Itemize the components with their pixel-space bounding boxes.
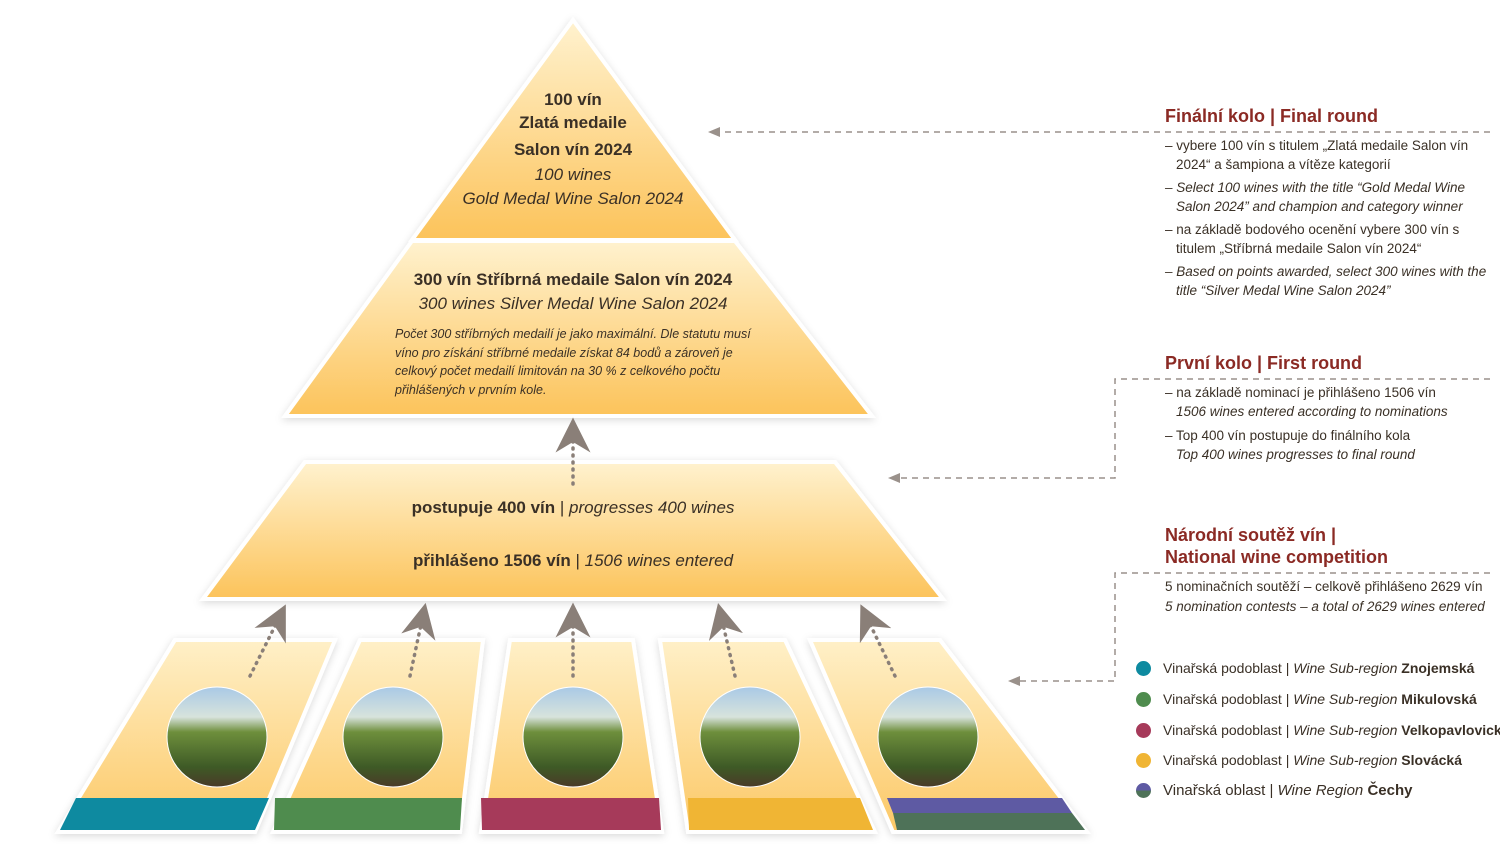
legend-item: Vinařská podoblast | Wine Sub-region Zno…	[1136, 660, 1474, 676]
top-line-4: 100 wines	[534, 165, 612, 184]
band-slovacka	[688, 798, 873, 830]
national-line-2: 5 nomination contests – a total of 2629 …	[1165, 599, 1485, 614]
pyramid-middle	[281, 239, 877, 418]
first-round-list: – na základě nominací je přihlášeno 1506…	[1165, 385, 1448, 462]
middle-line-2: 300 wines Silver Medal Wine Salon 2024	[418, 294, 728, 313]
first-round-title: První kolo | First round	[1165, 353, 1363, 373]
top-line-3: Salon vín 2024	[513, 140, 633, 159]
legend-item: Vinařská podoblast | Wine Sub-region Mik…	[1136, 691, 1477, 707]
legend-dot-icon	[1136, 783, 1151, 798]
middle-line-1: 300 vín Stříbrná medaile Salon vín 2024	[413, 270, 733, 289]
vineyard-photo	[877, 686, 979, 788]
progress-cz: postupuje 400 vín	[411, 498, 556, 517]
progress-en: progresses 400 wines	[569, 498, 735, 517]
vineyard-photo	[166, 686, 268, 788]
band-znojemska	[60, 798, 269, 830]
entered-text: přihlášeno 1506 vín | 1506 wines entered	[412, 551, 734, 570]
legend-item: Vinařská podoblast | Wine Sub-region Vel…	[1136, 722, 1500, 738]
band-cechy-top	[887, 798, 1072, 813]
band-cechy-bottom	[893, 813, 1085, 830]
legend-dot-icon	[1136, 660, 1151, 676]
band-velkopavlovicka	[481, 798, 661, 830]
national-line-1: 5 nominačních soutěží – celkově přihláše…	[1165, 579, 1483, 594]
legend-item: Vinařská podoblast | Wine Sub-region Slo…	[1136, 752, 1462, 768]
top-line-1: 100 vín	[544, 90, 602, 109]
band-mikulovska	[274, 798, 462, 830]
final-round-list: – vybere 100 vín s titulem „Zlatá medail…	[1165, 138, 1487, 298]
vineyard-photo	[342, 686, 444, 788]
legend-dot-icon	[1136, 722, 1151, 738]
top-line-2: Zlatá medaile	[519, 113, 627, 132]
progresses-text: postupuje 400 vín | progresses 400 wines	[411, 498, 735, 517]
vineyard-photo	[699, 686, 801, 788]
entered-en: 1506 wines entered	[584, 551, 734, 570]
arrow-up	[708, 602, 744, 678]
final-round-title: Finální kolo | Final round	[1165, 106, 1379, 126]
legend-item: Vinařská oblast | Wine Region Čechy	[1136, 782, 1412, 799]
national-title-1: Národní soutěž vín |	[1165, 525, 1337, 545]
top-line-5: Gold Medal Wine Salon 2024	[462, 189, 684, 208]
national-title-2: National wine competition	[1165, 547, 1389, 567]
vineyard-photo	[522, 686, 624, 788]
pyramid-lower	[199, 460, 948, 601]
entered-cz: přihlášeno 1506 vín	[412, 551, 571, 570]
legend-dot-icon	[1136, 691, 1151, 707]
middle-note: Počet 300 stříbrných medailí je jako max…	[395, 327, 751, 397]
arrow-up	[401, 602, 436, 678]
legend-dot-icon	[1136, 752, 1151, 768]
